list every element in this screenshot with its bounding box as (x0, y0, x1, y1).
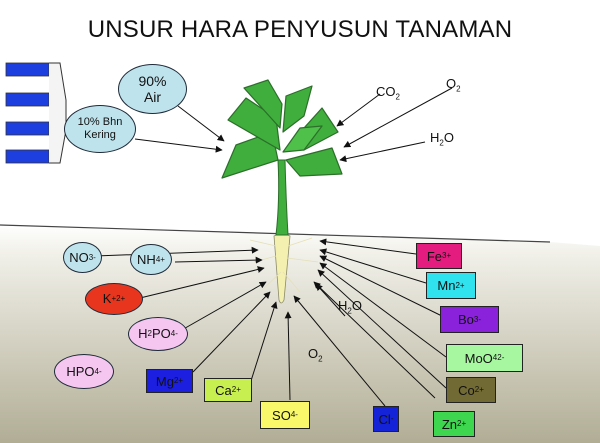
legend-bracket (49, 62, 67, 164)
o2-air-label: O2 (446, 76, 461, 94)
legend-block (5, 121, 50, 136)
leaves (221, 79, 343, 179)
h2o-soil-label: H2O (338, 298, 362, 316)
o2-soil-label: O2 (308, 346, 323, 364)
diagram-title: UNSUR HARA PENYUSUN TANAMAN (87, 16, 513, 43)
root-hairs (249, 237, 319, 293)
co2-label: CO2 (376, 84, 400, 102)
water-value: 90% (138, 73, 167, 89)
dry-matter-label: Kering (84, 129, 116, 141)
air-arrows (134, 87, 453, 163)
legend-blocks (5, 62, 67, 164)
soil-arrows (94, 238, 447, 407)
k-oval: K+2+ (85, 283, 143, 315)
h2o-air-label: H2O (430, 130, 454, 148)
legend-block (5, 92, 50, 107)
legend-block (5, 62, 50, 77)
water-oval: 90% Air (118, 64, 187, 114)
dry-matter-value: 10% Bhn (77, 116, 123, 128)
legend-block (5, 149, 50, 164)
stem (275, 159, 289, 236)
dry-matter-oval: 10% Bhn Kering (64, 105, 136, 153)
cl-box: Cl- (373, 406, 399, 432)
water-label: Air (143, 89, 162, 105)
